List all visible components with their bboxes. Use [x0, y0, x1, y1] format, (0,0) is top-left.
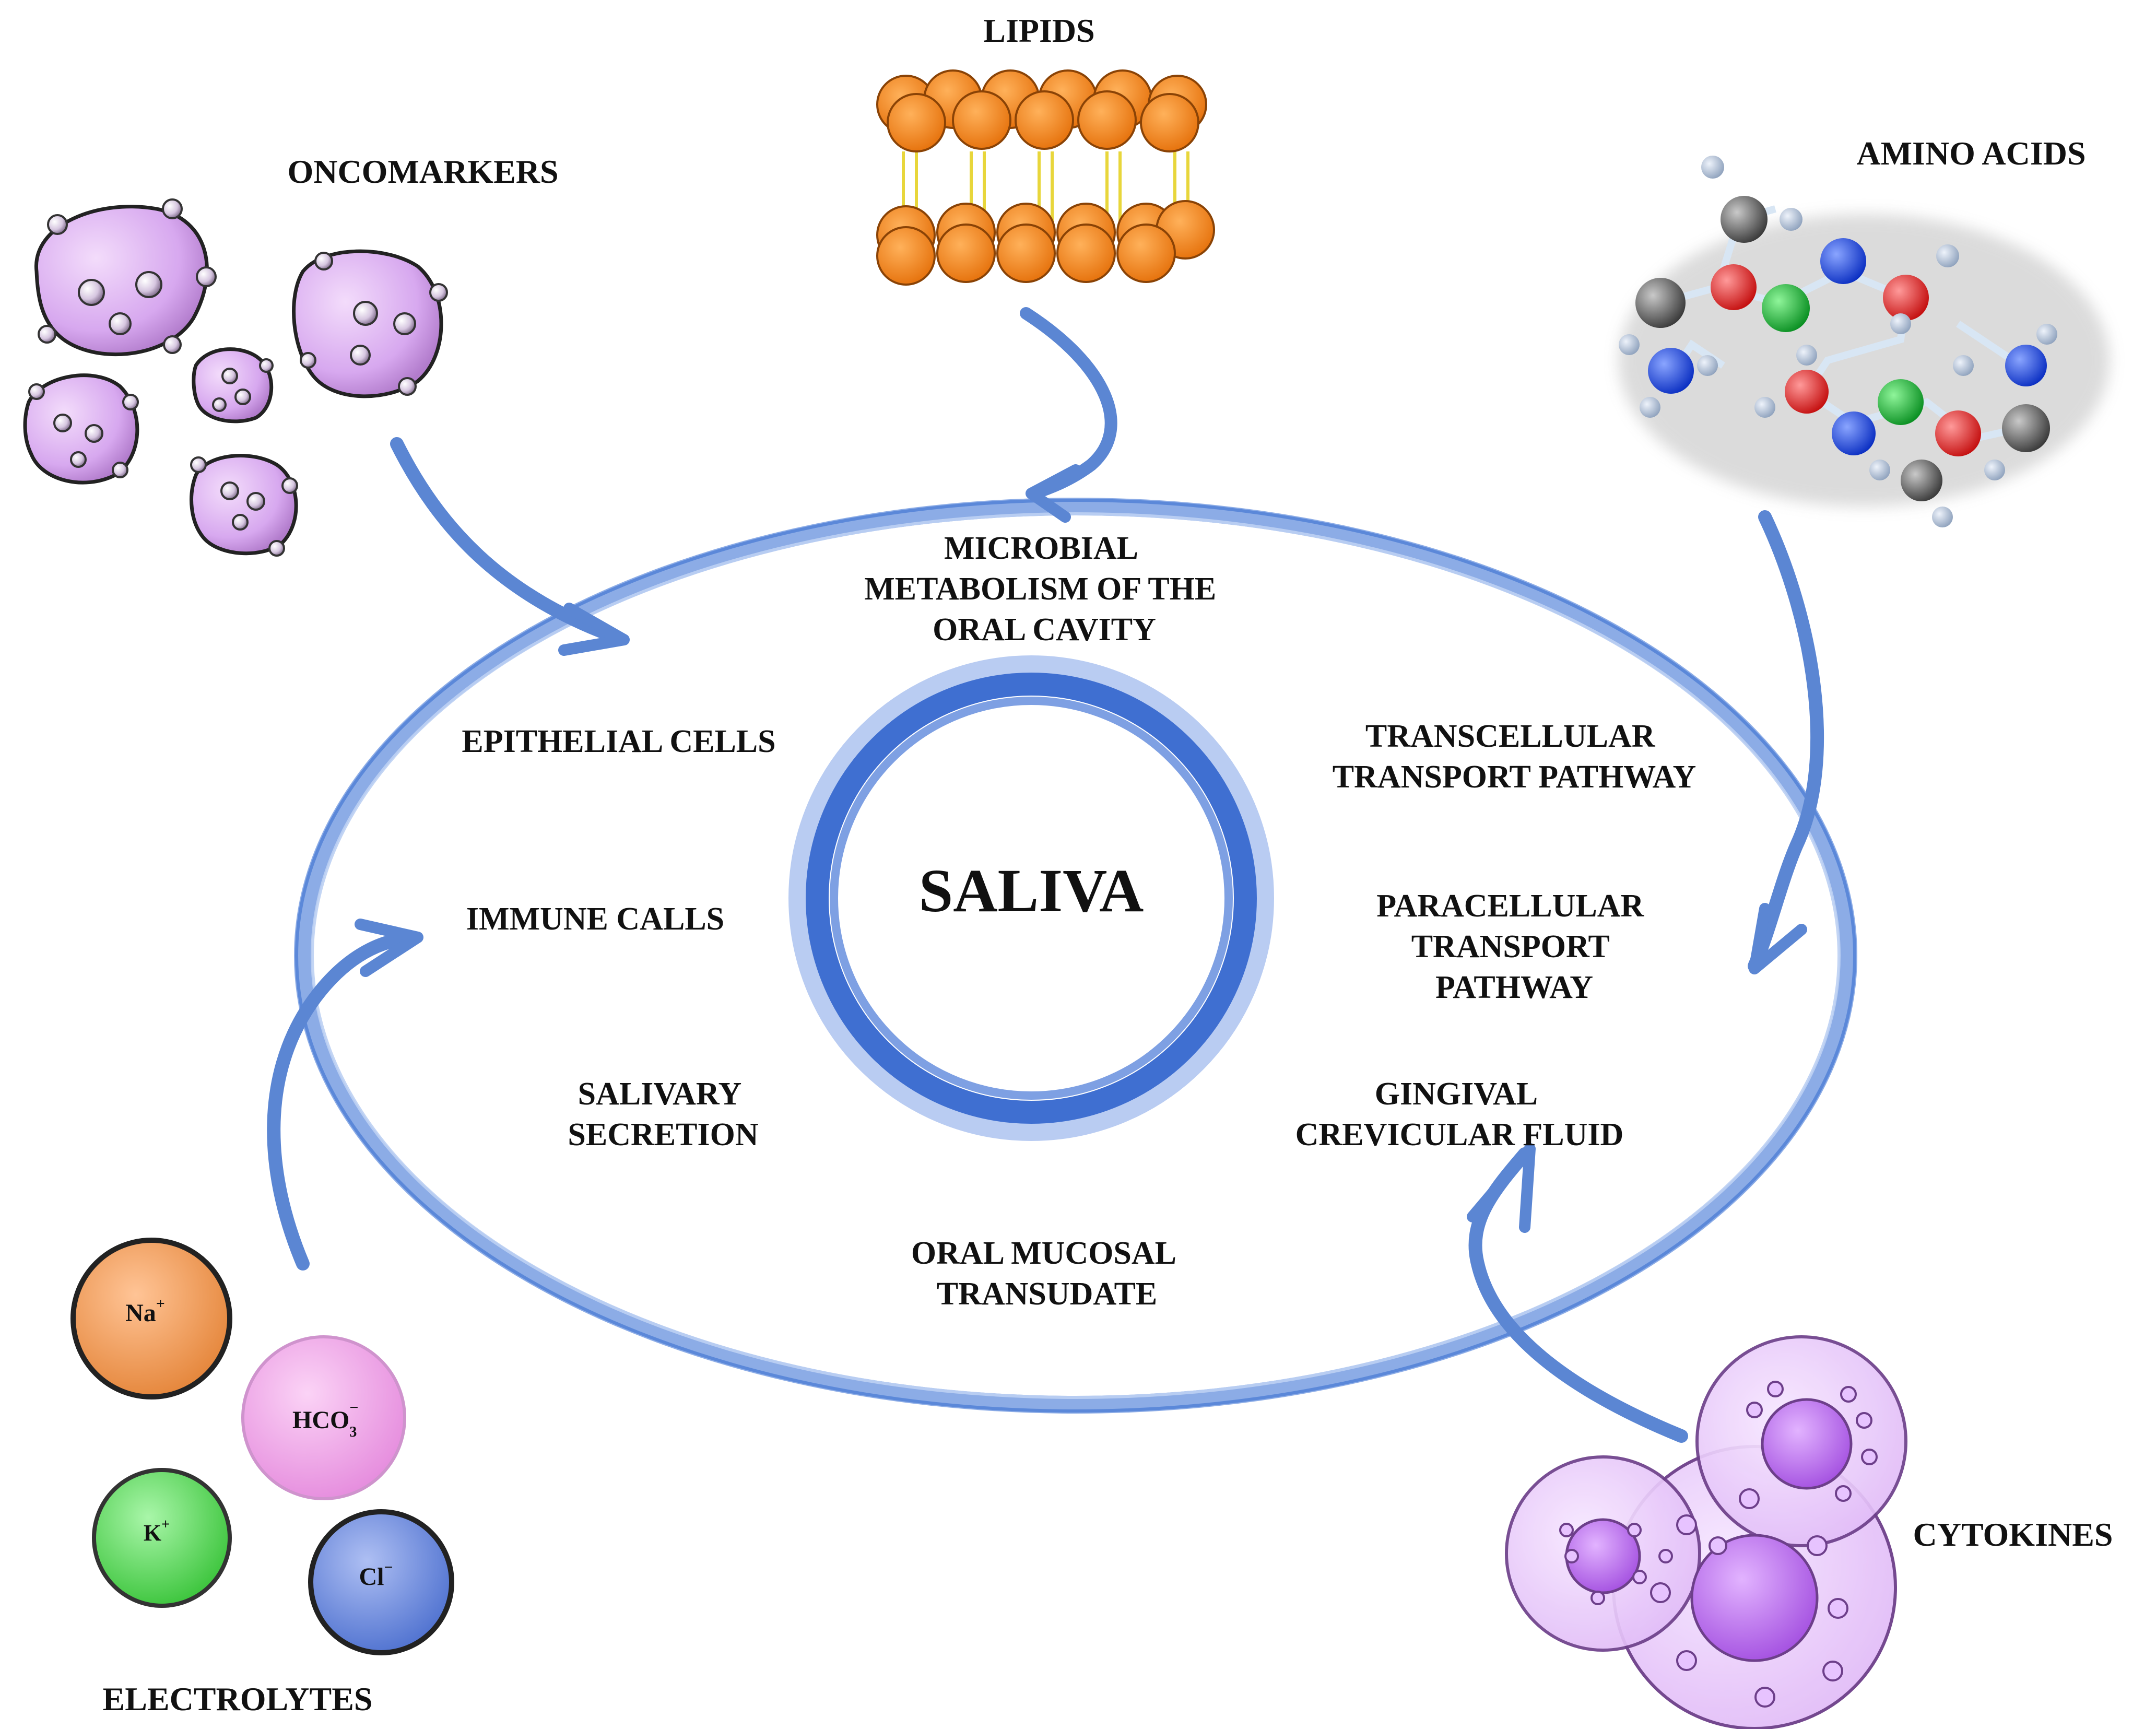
amino-acids-label: AMINO ACIDS [1856, 135, 2086, 172]
electrolytes-label: ELECTROLYTES [103, 1680, 373, 1718]
lipid-bilayer-icon [876, 69, 1215, 286]
sodium-ion: Na+ [70, 1238, 232, 1399]
bicarbonate-ion: HCO3− [241, 1335, 406, 1500]
microbial-metabolism-label: MICROBIAL METABOLISM OF THE ORAL CAVITY [864, 531, 1224, 648]
svg-text:K+: K+ [144, 1516, 170, 1546]
cytokines-label: CYTOKINES [1913, 1516, 2113, 1553]
svg-text:Na+: Na+ [125, 1295, 165, 1327]
salivary-secretion-label: SALIVARY SECRETION [568, 1076, 758, 1152]
lipids-arrow [1020, 307, 1117, 500]
oncomarkers-arrow [390, 437, 623, 644]
saliva-ring [788, 655, 1274, 1141]
svg-text:HCO3−: HCO3− [292, 1399, 358, 1440]
amino-acids-arrow [1748, 510, 1824, 973]
gingival-crevicular-fluid-label: GINGIVAL CREVICULAR FLUID [1295, 1076, 1624, 1152]
electrolyte-ions: Na+ HCO3− K+ Cl− [70, 1238, 454, 1655]
oncomarkers-label: ONCOMARKERS [287, 153, 558, 190]
cytokine-cells-icon [1505, 1335, 1907, 1729]
cycle-ellipse [294, 498, 1857, 1414]
immune-cells-label: IMMUNE CALLS [466, 901, 724, 937]
lipids-label: LIPIDS [983, 12, 1094, 49]
chloride-ion: Cl− [308, 1509, 454, 1655]
center-title: SALIVA [919, 856, 1144, 925]
epithelial-cells-label: EPITHELIAL CELLS [462, 724, 775, 759]
potassium-ion: K+ [92, 1468, 232, 1608]
oral-mucosal-transudate-label: ORAL MUCOSAL TRANSUDATE [911, 1236, 1183, 1312]
transcellular-pathway-label: TRANSCELLULAR TRANSPORT PATHWAY [1333, 719, 1696, 795]
svg-text:Cl−: Cl− [359, 1559, 393, 1591]
paracellular-pathway-label: PARACELLULAR TRANSPORT PATHWAY [1376, 888, 1652, 1005]
amino-acid-molecule-icon [1619, 156, 2110, 527]
oncomarker-cells-icon [23, 198, 448, 557]
flow-arrows [267, 307, 1824, 1443]
electrolytes-arrow [267, 931, 419, 1271]
